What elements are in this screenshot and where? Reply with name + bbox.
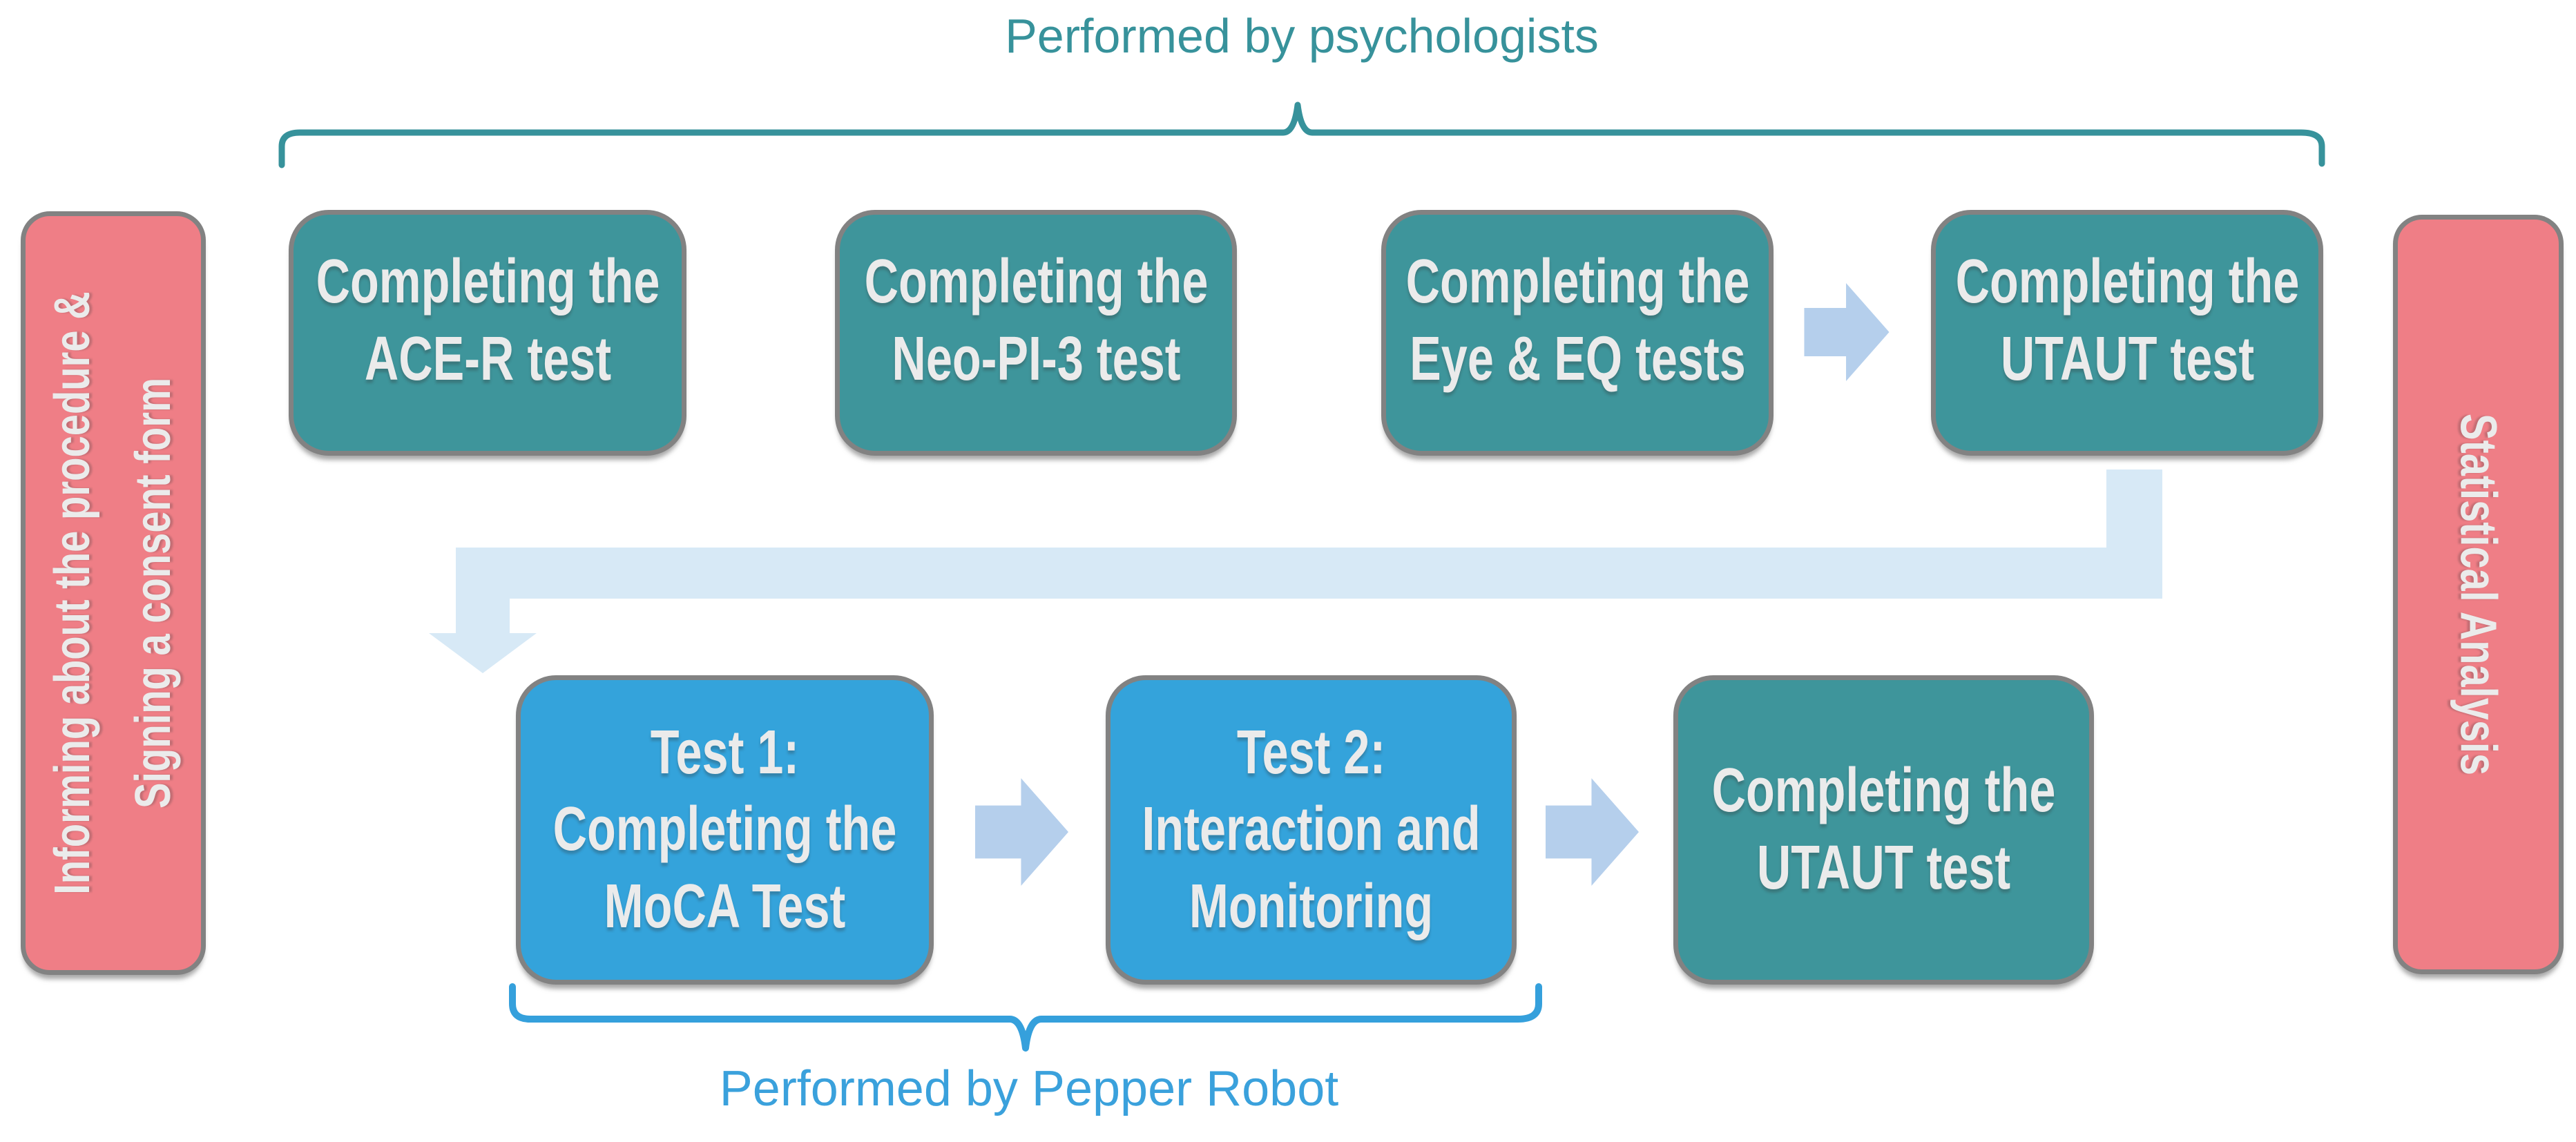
step-neo-pi-3-test: Completing the Neo-PI-3 test <box>835 210 1237 456</box>
bottom-brace <box>509 983 1542 1052</box>
step-statistical-analysis: Statistical Analysis <box>2393 215 2564 974</box>
step-label-line: Neo-PI-3 test <box>891 325 1181 394</box>
step-neo-pi-3-test-label: Completing the Neo-PI-3 test <box>864 244 1208 421</box>
top-group-label: Performed by psychologists <box>1005 9 1599 63</box>
step-label-line: Completing the <box>864 247 1208 317</box>
flow-elbow-arrow-shape <box>429 470 2162 673</box>
step-label-line: Test 1: <box>650 717 800 787</box>
step-informing-consent-label: Informing about the procedure & Signing … <box>21 291 206 895</box>
arrow-right-shape <box>1804 283 1890 381</box>
step-eye-eq-tests: Completing the Eye & EQ tests <box>1381 210 1774 456</box>
bottom-group-label: Performed by Pepper Robot <box>719 1061 1339 1116</box>
step-label-line: Statistical Analysis <box>2450 414 2508 775</box>
step-label-line: Completing the <box>1405 247 1749 317</box>
step-label-line: ACE-R test <box>364 325 611 394</box>
flow-elbow-arrow <box>429 470 2162 673</box>
step-label-line: Completing the <box>1955 247 2299 317</box>
arrow-right-icon <box>975 778 1068 886</box>
arrow-right-icon <box>1546 778 1639 886</box>
step-ace-r-test: Completing the ACE-R test <box>289 210 686 456</box>
step-label-line: MoCA Test <box>604 871 846 941</box>
step-informing-consent: Informing about the procedure & Signing … <box>21 211 206 975</box>
step-test1-moca: Test 1: Completing the MoCA Test <box>516 675 934 985</box>
step-test1-moca-label: Test 1: Completing the MoCA Test <box>553 715 897 946</box>
step-test2-interaction: Test 2: Interaction and Monitoring <box>1106 675 1517 985</box>
step-utaut-test-top: Completing the UTAUT test <box>1931 210 2323 456</box>
step-label-line: UTAUT test <box>1756 833 2011 902</box>
arrow-right-shape <box>975 778 1068 886</box>
step-label-line: UTAUT test <box>2000 325 2254 394</box>
step-label-line: Completing the <box>316 247 660 317</box>
step-statistical-analysis-label: Statistical Analysis <box>2393 298 2564 891</box>
step-label-line: Completing the <box>1711 756 2056 826</box>
step-utaut-test-bottom-label: Completing the UTAUT test <box>1712 753 2056 907</box>
step-label-line: Informing about the procedure & <box>45 291 101 895</box>
step-ace-r-test-label: Completing the ACE-R test <box>316 244 660 421</box>
step-eye-eq-tests-label: Completing the Eye & EQ tests <box>1405 244 1749 421</box>
step-label-line: Monitoring <box>1189 871 1434 941</box>
step-utaut-test-top-label: Completing the UTAUT test <box>1955 244 2299 421</box>
top-brace <box>278 101 2325 168</box>
step-label-line: Signing a consent form <box>126 377 181 809</box>
step-utaut-test-bottom: Completing the UTAUT test <box>1673 675 2094 985</box>
top-brace-path <box>278 101 2325 168</box>
step-label-line: Test 2: <box>1236 717 1386 787</box>
arrow-right-icon <box>1804 283 1890 381</box>
step-label-line: Interaction and <box>1142 795 1481 864</box>
step-test2-interaction-label: Test 2: Interaction and Monitoring <box>1142 715 1480 946</box>
arrow-right-shape <box>1546 778 1639 886</box>
step-label-line: Eye & EQ tests <box>1409 325 1746 394</box>
bottom-brace-path <box>509 983 1542 1052</box>
step-label-line: Completing the <box>552 795 897 864</box>
